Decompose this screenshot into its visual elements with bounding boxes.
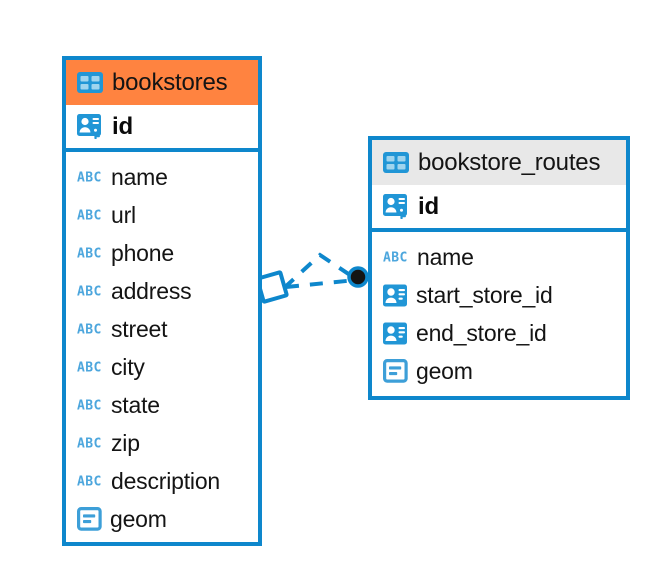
svg-text:ABC: ABC bbox=[77, 361, 102, 375]
svg-text:ABC: ABC bbox=[383, 251, 408, 265]
filled-circle-marker bbox=[347, 266, 369, 288]
abc-text-icon: ABC bbox=[77, 170, 103, 185]
field-row[interactable]: ABC street bbox=[66, 310, 258, 348]
entity-header-bookstore-routes: bookstore_routes bbox=[372, 140, 626, 185]
entity-header-bookstores: bookstores bbox=[66, 60, 258, 105]
field-label: street bbox=[111, 315, 168, 342]
abc-text-icon: ABC bbox=[77, 208, 103, 223]
field-label: address bbox=[111, 277, 192, 304]
foreign-key-icon bbox=[383, 284, 408, 307]
field-row[interactable]: ABC address bbox=[66, 272, 258, 310]
entity-table-bookstores[interactable]: bookstores id bbox=[62, 56, 262, 546]
svg-text:ABC: ABC bbox=[77, 285, 102, 299]
foreign-key-icon bbox=[383, 322, 408, 345]
field-label: end_store_id bbox=[416, 319, 547, 346]
field-label: description bbox=[111, 467, 221, 494]
relationship-edge-upper bbox=[282, 252, 358, 290]
field-row[interactable]: ABC url bbox=[66, 196, 258, 234]
relationship-edge-lower bbox=[285, 278, 357, 289]
svg-text:ABC: ABC bbox=[77, 171, 102, 185]
field-row[interactable]: start_store_id bbox=[372, 276, 626, 314]
geometry-icon bbox=[383, 359, 408, 383]
primary-key-label: id bbox=[112, 112, 133, 140]
field-label: start_store_id bbox=[416, 281, 553, 308]
field-label: state bbox=[111, 391, 160, 418]
table-grid-icon bbox=[383, 152, 409, 173]
field-row[interactable]: ABC zip bbox=[66, 424, 258, 462]
field-row[interactable]: ABC description bbox=[66, 462, 258, 500]
svg-text:ABC: ABC bbox=[77, 323, 102, 337]
field-label: zip bbox=[111, 429, 140, 456]
primary-key-icon bbox=[77, 114, 104, 139]
abc-text-icon: ABC bbox=[77, 436, 103, 451]
svg-text:ABC: ABC bbox=[77, 399, 102, 413]
abc-text-icon: ABC bbox=[77, 474, 103, 489]
abc-text-icon: ABC bbox=[77, 360, 103, 375]
entity-title: bookstores bbox=[112, 68, 228, 96]
field-label: phone bbox=[111, 239, 174, 266]
abc-text-icon: ABC bbox=[77, 246, 103, 261]
svg-text:ABC: ABC bbox=[77, 209, 102, 223]
primary-key-row-bookstores[interactable]: id bbox=[66, 105, 258, 152]
svg-text:ABC: ABC bbox=[77, 437, 102, 451]
abc-text-icon: ABC bbox=[77, 398, 103, 413]
field-label: city bbox=[111, 353, 145, 380]
svg-text:ABC: ABC bbox=[77, 247, 102, 261]
field-row[interactable]: geom bbox=[66, 500, 258, 538]
field-row[interactable]: ABC city bbox=[66, 348, 258, 386]
entity-table-bookstore-routes[interactable]: bookstore_routes id bbox=[368, 136, 630, 400]
field-row[interactable]: ABC state bbox=[66, 386, 258, 424]
field-label: name bbox=[111, 163, 168, 190]
svg-text:ABC: ABC bbox=[77, 475, 102, 489]
abc-text-icon: ABC bbox=[77, 284, 103, 299]
primary-key-row-bookstore-routes[interactable]: id bbox=[372, 185, 626, 232]
field-label: geom bbox=[416, 357, 473, 384]
abc-text-icon: ABC bbox=[77, 322, 103, 337]
field-label: geom bbox=[110, 505, 167, 532]
field-label: url bbox=[111, 201, 136, 228]
field-row[interactable]: geom bbox=[372, 352, 626, 390]
field-label: name bbox=[417, 243, 474, 270]
primary-key-icon bbox=[383, 194, 410, 219]
entity-title: bookstore_routes bbox=[418, 148, 601, 176]
abc-text-icon: ABC bbox=[383, 250, 409, 265]
primary-key-label: id bbox=[418, 192, 439, 220]
geometry-icon bbox=[77, 507, 102, 531]
field-row[interactable]: ABC name bbox=[372, 238, 626, 276]
field-row[interactable]: end_store_id bbox=[372, 314, 626, 352]
field-row[interactable]: ABC phone bbox=[66, 234, 258, 272]
table-grid-icon bbox=[77, 72, 103, 93]
field-row[interactable]: ABC name bbox=[66, 158, 258, 196]
